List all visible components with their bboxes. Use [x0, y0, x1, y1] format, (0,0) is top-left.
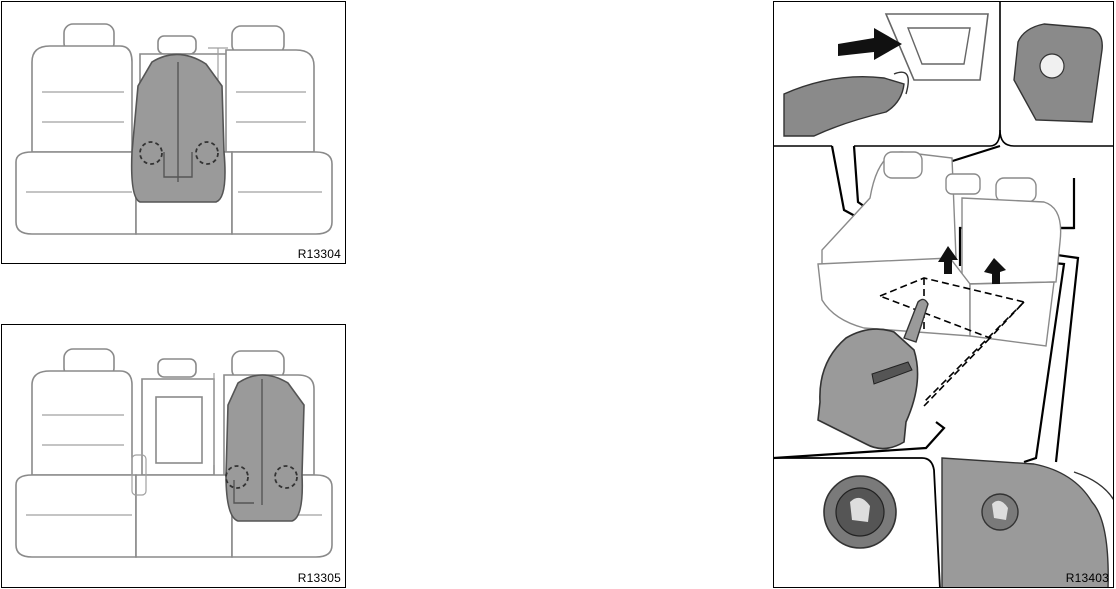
- child-seat-anchor-icon: [1040, 54, 1064, 78]
- armrest-opening: [156, 397, 202, 463]
- headrest-center: [158, 36, 196, 54]
- cushion-left: [16, 475, 136, 557]
- seatback-right: [226, 50, 314, 152]
- cushion-left: [16, 152, 136, 234]
- headrest-right: [996, 178, 1036, 202]
- figure-code: R13305: [298, 571, 341, 585]
- child-seat: [818, 329, 918, 448]
- headrest-center: [158, 359, 196, 377]
- cushion-right: [232, 152, 332, 234]
- rear-seat-illustration: [2, 325, 346, 588]
- cushion-center: [136, 475, 232, 557]
- anchor-detail-illustration: [774, 2, 1114, 588]
- figure-code: R13403: [1066, 571, 1109, 585]
- seatback-left: [32, 46, 132, 152]
- illustration-anchor-installation: R13403: [773, 1, 1114, 588]
- headrest-center: [946, 174, 980, 194]
- rear-seat-illustration: [2, 2, 346, 264]
- seatback-left: [32, 371, 132, 475]
- seatback-right: [962, 198, 1061, 284]
- child-seat: [226, 375, 304, 521]
- figure-code: R13304: [298, 247, 341, 261]
- illustration-child-seat-right: R13305: [1, 324, 346, 588]
- illustration-child-seat-center: R13304: [1, 1, 346, 264]
- seat-surface: [942, 458, 1108, 588]
- headrest-left: [884, 152, 922, 178]
